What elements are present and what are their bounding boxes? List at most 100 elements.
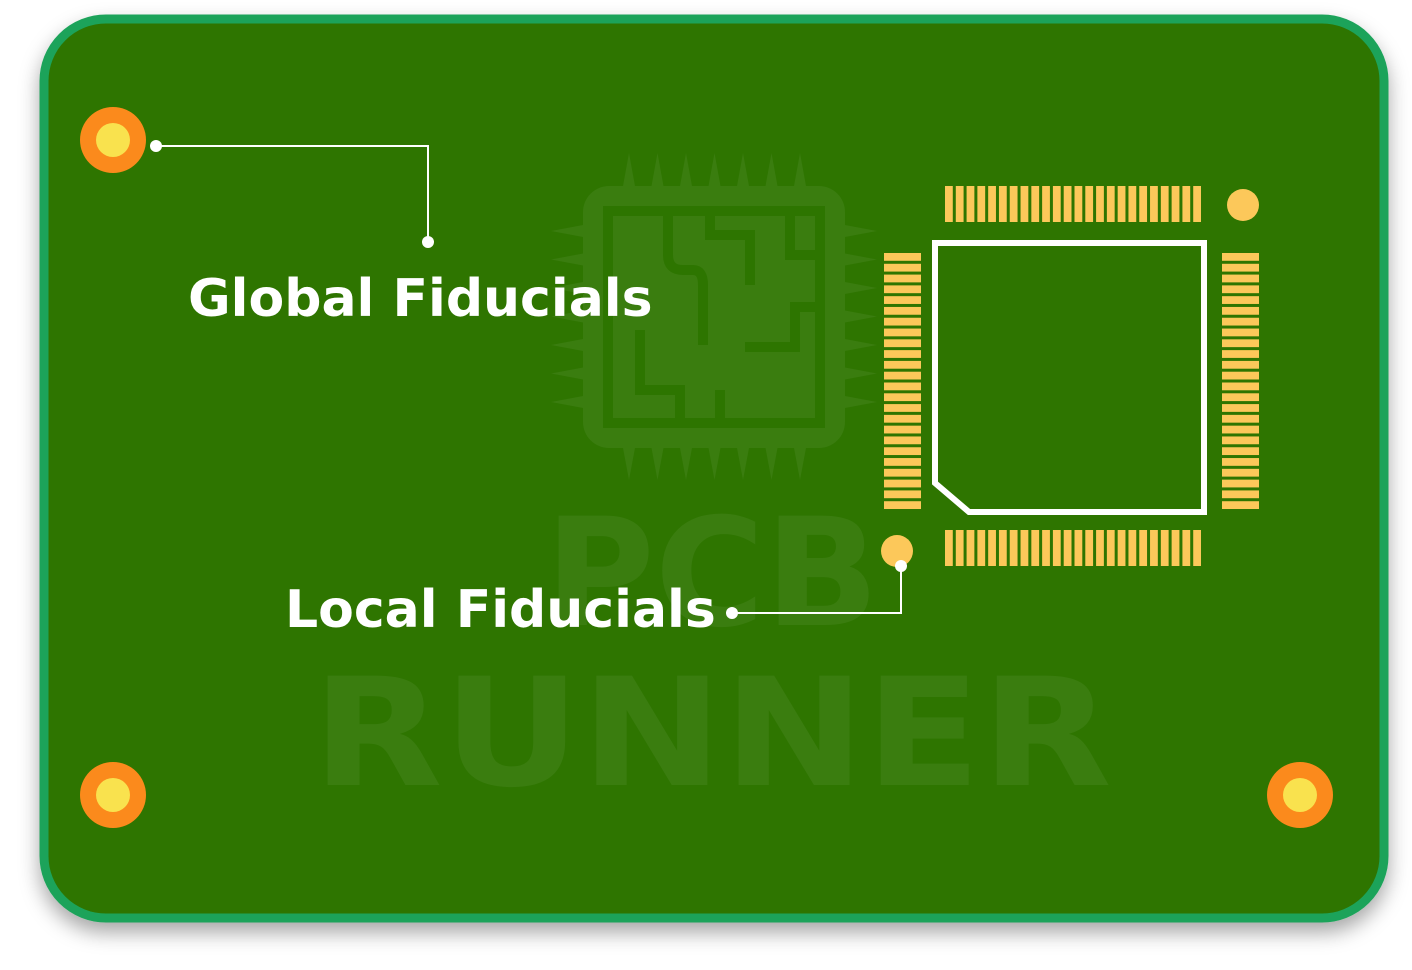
watermark-spike — [737, 153, 749, 186]
chip-pad-left — [884, 285, 921, 294]
watermark-spike — [680, 153, 692, 186]
chip-pad-bottom — [1117, 530, 1126, 566]
watermark-spike — [551, 225, 583, 237]
watermark-spike — [845, 253, 877, 266]
watermark-spike — [551, 282, 583, 294]
chip-pad-left — [884, 360, 921, 369]
chip-pad-top — [1063, 186, 1072, 222]
watermark-spike — [680, 448, 692, 480]
watermark-spike — [551, 339, 583, 351]
chip-pad-right — [1222, 425, 1259, 434]
chip-pad-right — [1222, 393, 1259, 402]
watermark-spike — [845, 225, 877, 237]
chip-pad-left — [884, 490, 921, 499]
watermark-spike — [708, 448, 721, 480]
chip-pad-left — [884, 253, 921, 261]
chip-pad-top — [1074, 186, 1083, 222]
chip-pad-bottom — [1160, 530, 1169, 566]
chip-pad-bottom — [966, 530, 975, 566]
chip-silkscreen-outline — [932, 240, 1207, 515]
chip-pad-bottom — [1052, 530, 1061, 566]
chip-pad-bottom — [945, 530, 953, 566]
chip-pad-right — [1222, 339, 1259, 348]
local-fiducial-top-right — [1227, 189, 1259, 221]
local-fiducials-label: Local Fiducials — [285, 580, 716, 640]
chip-pad-left — [884, 436, 921, 445]
chip-pad-bottom — [1020, 530, 1029, 566]
chip-pad-right — [1222, 274, 1259, 283]
chip-pad-bottom — [998, 530, 1007, 566]
chip-pad-left — [884, 350, 921, 358]
chip-pad-top — [1139, 186, 1148, 222]
chip-pad-left — [884, 274, 921, 283]
local-fiducial-bottom-left — [881, 535, 913, 567]
chip-pad-bottom — [1106, 530, 1115, 566]
watermark-spike — [845, 339, 877, 351]
chip-pad-bottom — [1009, 530, 1018, 566]
watermark-spike — [551, 310, 583, 323]
chip-pad-bottom — [988, 530, 996, 566]
chip-pad-left — [884, 371, 921, 380]
chip-pad-right — [1222, 468, 1259, 477]
global-fiducial-top-left — [80, 107, 146, 173]
chip-pad-bottom — [1042, 530, 1050, 566]
watermark-spike — [551, 396, 583, 408]
watermark-spike — [708, 153, 721, 186]
chip-pad-bottom — [1182, 530, 1191, 566]
chip-pad-right — [1222, 371, 1259, 380]
chip-pad-top — [1009, 186, 1018, 222]
chip-pad-right — [1222, 490, 1259, 499]
local-callout-line — [726, 560, 907, 619]
watermark-spike — [651, 153, 664, 186]
watermark-spike — [765, 153, 778, 186]
global-callout-line — [150, 140, 434, 248]
chip-pad-top — [1106, 186, 1115, 222]
watermark-spike — [623, 153, 635, 186]
chip-pad-right — [1222, 458, 1259, 466]
chip-pad-bottom — [1171, 530, 1180, 566]
chip-pad-left — [884, 306, 921, 315]
watermark-chip-inner — [603, 206, 825, 428]
chip-pad-bottom — [955, 530, 964, 566]
chip-pad-bottom — [1085, 530, 1094, 566]
chip-pad-left — [884, 296, 921, 304]
watermark-spike — [845, 282, 877, 294]
watermark-spike — [737, 448, 749, 480]
chip-pad-left — [884, 328, 921, 337]
chip-pad-top — [1171, 186, 1180, 222]
chip-pad-bottom — [1139, 530, 1148, 566]
chip-pad-left — [884, 339, 921, 348]
watermark-text-runner: RUNNER — [312, 647, 1112, 821]
chip-pad-bottom — [1193, 530, 1201, 566]
watermark-text-pcb: PCB — [545, 487, 879, 661]
watermark-spike — [794, 153, 806, 186]
chip-pad-right — [1222, 306, 1259, 315]
watermark-spike — [623, 448, 635, 480]
chip-pad-top — [988, 186, 996, 222]
chip-pad-right — [1222, 263, 1259, 272]
chip-pad-top — [955, 186, 964, 222]
chip-pad-left — [884, 404, 921, 412]
watermark-spike — [845, 367, 877, 380]
chip-pad-top — [1160, 186, 1169, 222]
watermark-spike — [794, 448, 806, 480]
chip-pad-left — [884, 393, 921, 402]
chip-pad-right — [1222, 296, 1259, 304]
chip-pad-bottom — [1074, 530, 1083, 566]
chip-pad-bottom — [1128, 530, 1137, 566]
chip-pad-right — [1222, 501, 1259, 509]
chip-pad-top — [977, 186, 986, 222]
chip-pad-top — [1042, 186, 1050, 222]
chip-pad-bottom — [1096, 530, 1104, 566]
chip-pad-top — [1117, 186, 1126, 222]
chip-pad-right — [1222, 360, 1259, 369]
chip-pad-left — [884, 501, 921, 509]
global-fiducial-bottom-right — [1267, 762, 1333, 828]
chip-pad-bottom — [1150, 530, 1158, 566]
watermark-spike — [845, 396, 877, 408]
watermark-spike — [551, 253, 583, 266]
watermark-spike — [551, 367, 583, 380]
chip-pad-top — [1020, 186, 1029, 222]
chip-pad-right — [1222, 350, 1259, 358]
